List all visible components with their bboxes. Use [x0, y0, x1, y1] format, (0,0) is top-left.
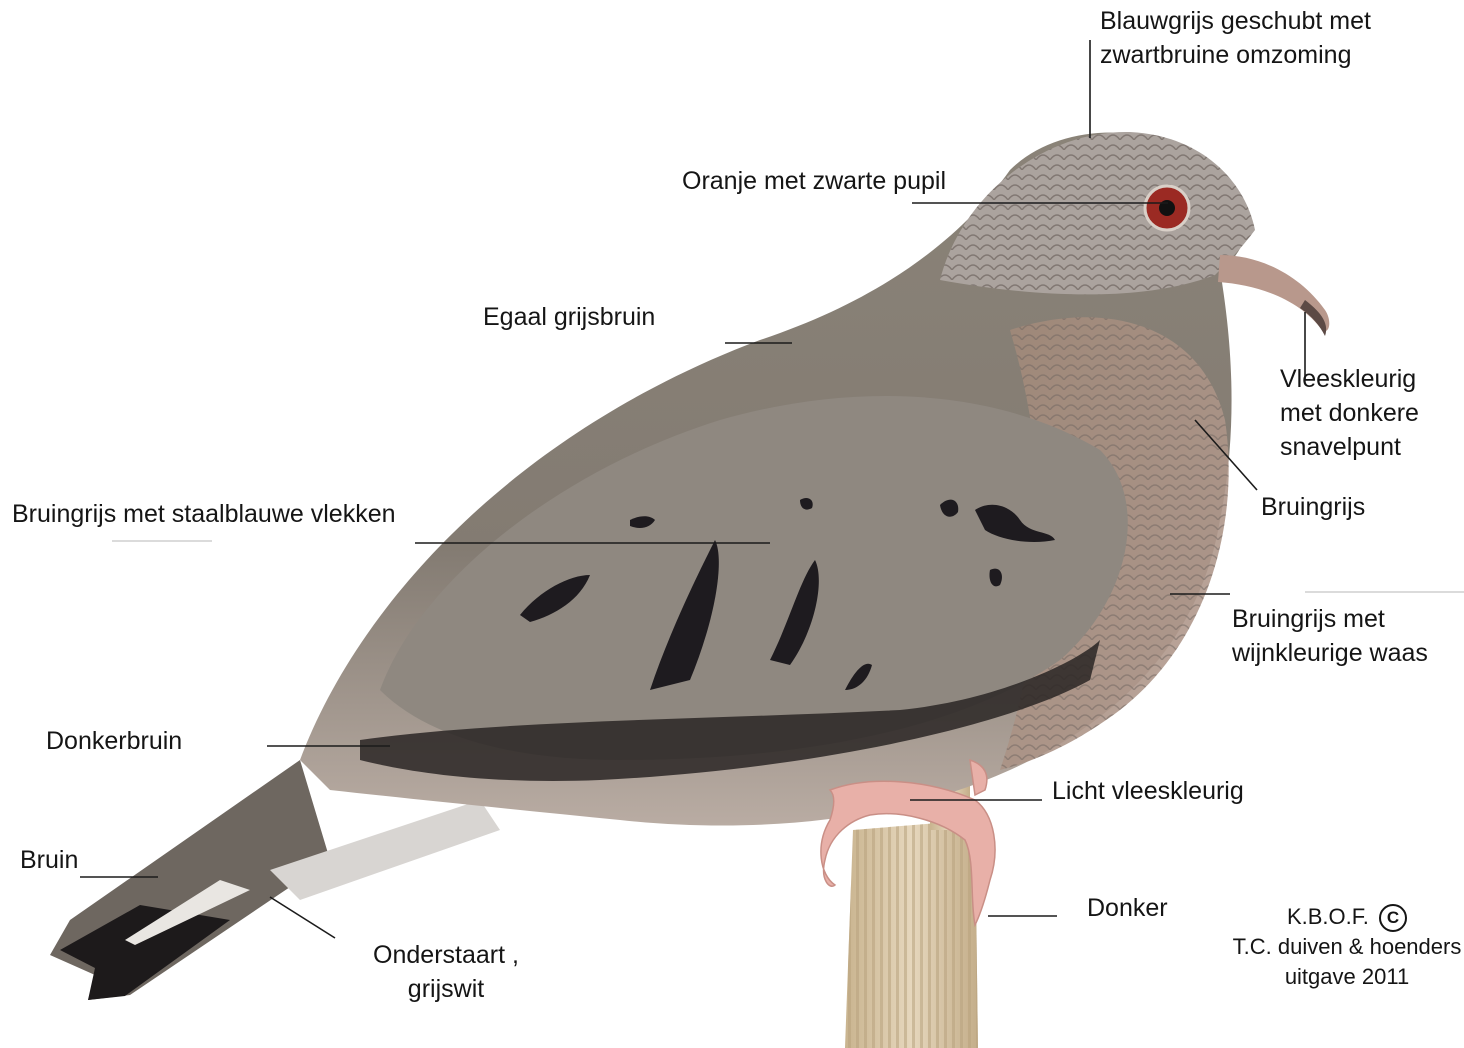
credit-org: K.B.O.F.: [1287, 904, 1369, 929]
dove-beak: [1218, 255, 1329, 331]
dove-eye: [1145, 186, 1189, 230]
label-beak-line3: snavelpunt: [1280, 430, 1419, 464]
label-eye: Oranje met zwarte pupil: [682, 164, 946, 198]
label-neck: Bruingrijs: [1261, 490, 1365, 524]
label-feet: Licht vleeskleurig: [1052, 774, 1244, 808]
label-breast-line2: wijnkleurige waas: [1232, 636, 1428, 670]
copyright-icon: C: [1379, 904, 1407, 932]
label-crown: Blauwgrijs geschubt met zwartbruine omzo…: [1100, 4, 1371, 72]
label-nails: Donker: [1087, 891, 1168, 925]
label-beak: Vleeskleurig met donkere snavelpunt: [1280, 362, 1419, 464]
credit-line3: uitgave 2011: [1230, 962, 1464, 992]
label-back: Egaal grijsbruin: [483, 300, 655, 334]
label-beak-line1: Vleeskleurig: [1280, 362, 1419, 396]
label-undertail-line2: grijswit: [356, 972, 536, 1006]
credit-line1: K.B.O.F. C: [1230, 902, 1464, 932]
label-breast: Bruingrijs met wijnkleurige waas: [1232, 602, 1428, 670]
label-undertail: Onderstaart , grijswit: [356, 938, 536, 1006]
label-crown-line1: Blauwgrijs geschubt met: [1100, 4, 1371, 38]
label-undertail-line1: Onderstaart ,: [356, 938, 536, 972]
label-tail: Bruin: [20, 843, 78, 877]
label-flight-feathers: Donkerbruin: [46, 724, 182, 758]
label-wing: Bruingrijs met staalblauwe vlekken: [12, 497, 396, 531]
credit-line2: T.C. duiven & hoenders: [1230, 932, 1464, 962]
credit-block: K.B.O.F. C T.C. duiven & hoenders uitgav…: [1230, 902, 1464, 992]
dove-head: [940, 132, 1255, 294]
label-breast-line1: Bruingrijs met: [1232, 602, 1428, 636]
label-crown-line2: zwartbruine omzoming: [1100, 38, 1371, 72]
label-beak-line2: met donkere: [1280, 396, 1419, 430]
